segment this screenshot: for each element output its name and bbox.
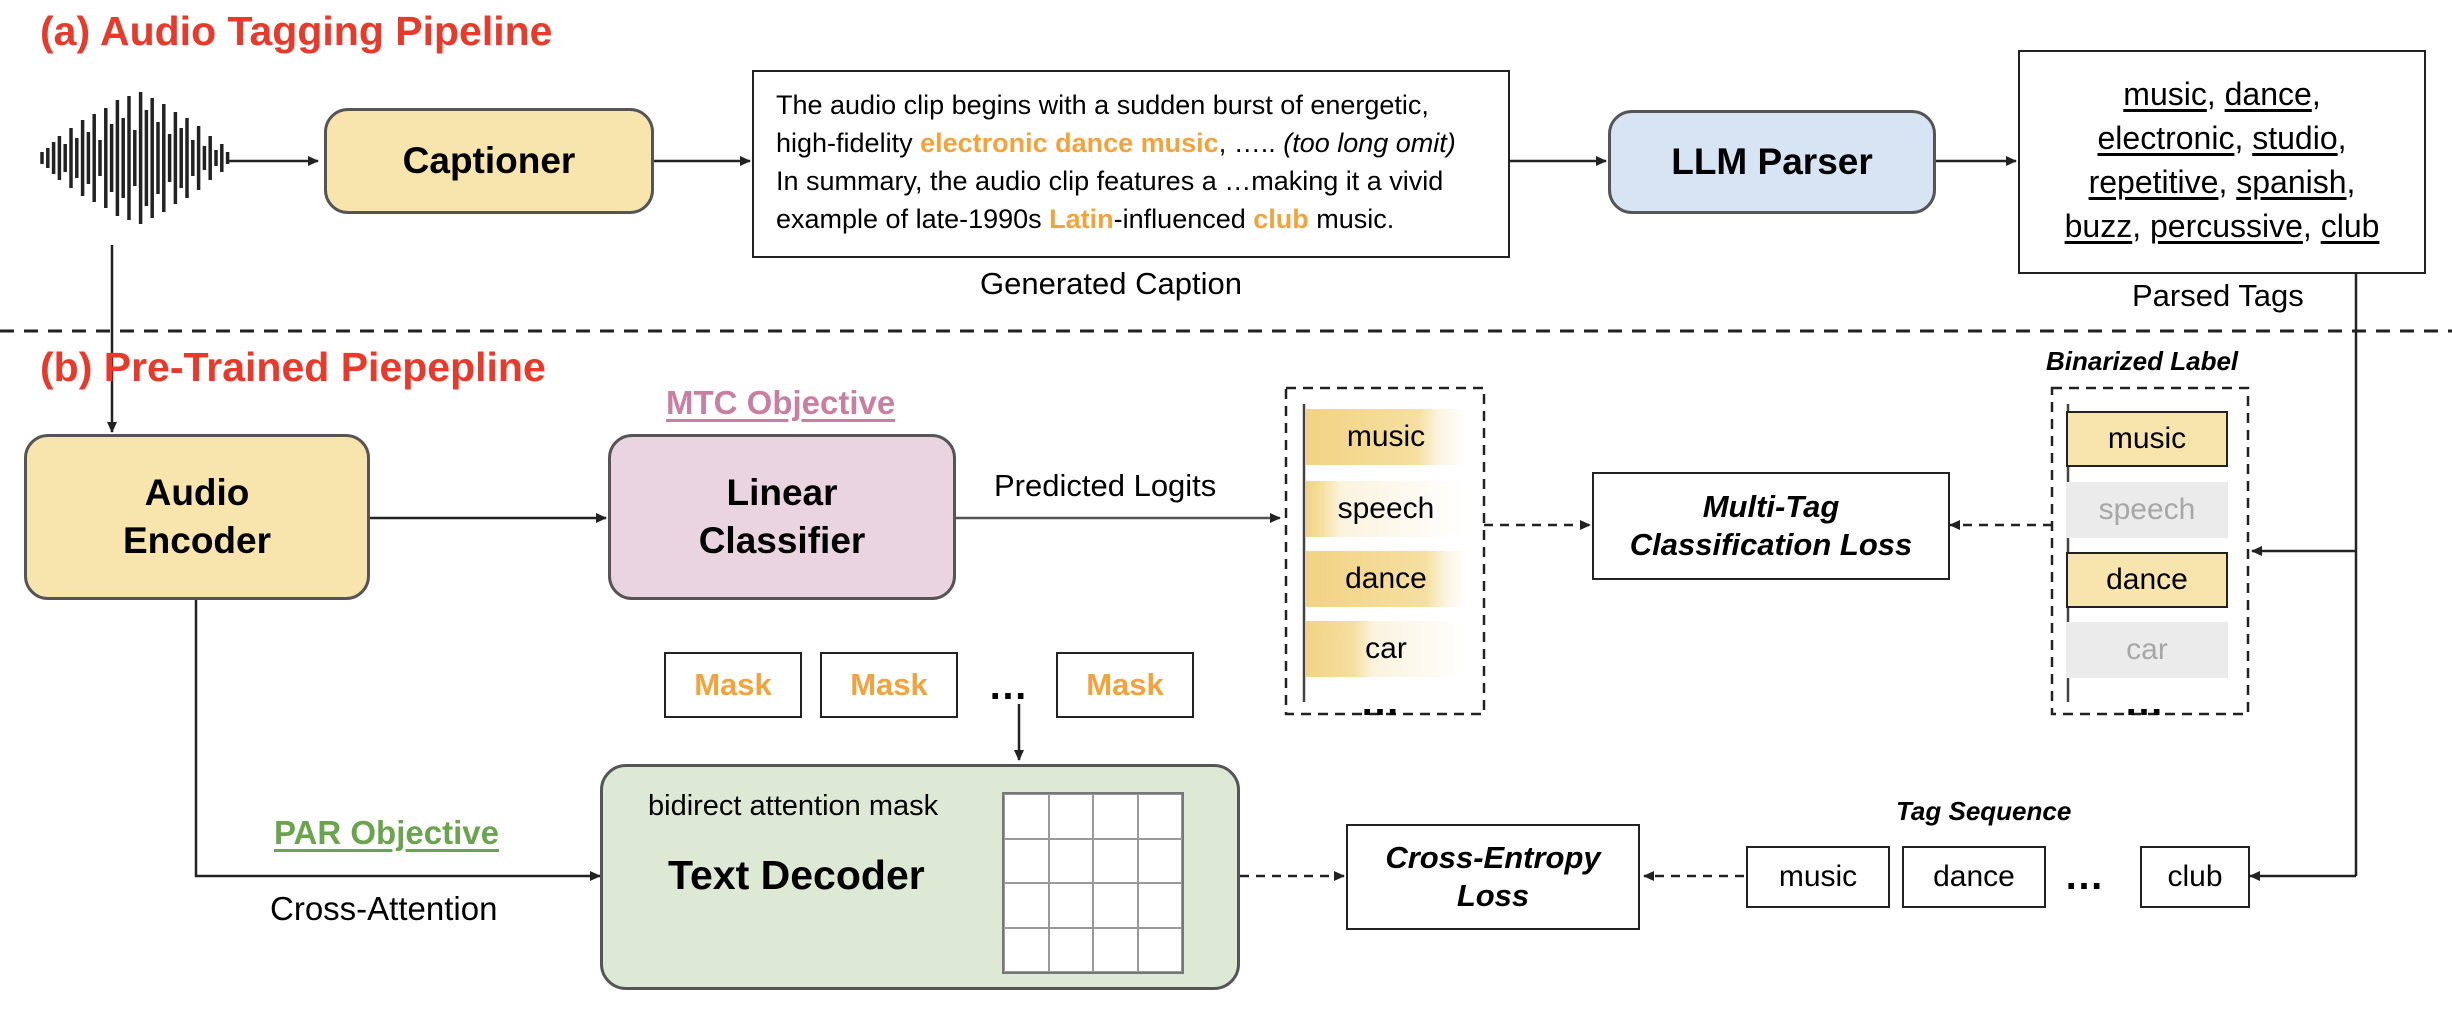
caption-text: The audio clip begins with a sudden burs… bbox=[776, 86, 1456, 238]
parsed-tag: studio bbox=[2252, 120, 2338, 156]
caption-line-1: The audio clip begins with a sudden burs… bbox=[776, 90, 1429, 120]
predicted-logits-group bbox=[1284, 386, 1486, 716]
logit-dance: dance bbox=[1306, 551, 1466, 607]
generated-caption-box: The audio clip begins with a sudden burs… bbox=[752, 70, 1510, 258]
mask-token-3: Mask bbox=[1056, 652, 1194, 718]
grid-cell bbox=[1093, 927, 1138, 972]
grid-cell bbox=[1093, 794, 1138, 839]
attention-mask-label: bidirect attention mask bbox=[648, 790, 939, 822]
binarized-speech: speech bbox=[2066, 482, 2228, 538]
binarized-label-title: Binarized Label bbox=[2046, 346, 2239, 376]
grid-cell bbox=[1137, 927, 1182, 972]
grid-cell bbox=[1004, 794, 1049, 839]
mask-token-1: Mask bbox=[664, 652, 802, 718]
logit-label: dance bbox=[1345, 562, 1427, 595]
mtc-objective-label: MTC Objective bbox=[666, 384, 896, 421]
tag-sequence-title: Tag Sequence bbox=[1896, 796, 2072, 826]
ce-loss-label-1: Cross-Entropy bbox=[1385, 840, 1601, 875]
parsed-tag: club bbox=[2320, 208, 2380, 244]
caption-text-span: high-fidelity bbox=[776, 128, 921, 158]
grid-cell bbox=[1004, 838, 1049, 883]
grid-cell bbox=[1093, 838, 1138, 883]
parsed-tag: buzz bbox=[2064, 208, 2133, 244]
caption-line-2: high-fidelity electronic dance music, ….… bbox=[776, 124, 1456, 162]
llm-parser-box: LLM Parser bbox=[1608, 110, 1936, 214]
binarized-label-group bbox=[2050, 386, 2250, 716]
cross-attention-label: Cross-Attention bbox=[270, 890, 498, 927]
generated-caption-label: Generated Caption bbox=[980, 266, 1242, 301]
parsed-tag: repetitive bbox=[2088, 164, 2219, 200]
text-decoder-label: Text Decoder bbox=[668, 852, 925, 898]
audio-encoder-label-2: Encoder bbox=[122, 520, 272, 561]
multi-tag-classification-loss-box: Multi-Tag Classification Loss bbox=[1592, 472, 1950, 580]
par-objective-label: PAR Objective bbox=[274, 814, 499, 851]
binarized-dance: dance bbox=[2066, 552, 2228, 608]
parsed-tag: dance bbox=[2224, 76, 2312, 112]
audio-encoder-label-1: Audio bbox=[144, 472, 250, 513]
caption-text-span: -influenced bbox=[1113, 204, 1254, 234]
grid-cell bbox=[1048, 838, 1093, 883]
grid-cell bbox=[1137, 883, 1182, 928]
caption-line-3: In summary, the audio clip features a …m… bbox=[776, 166, 1444, 196]
caption-text-span: example of late-1990s bbox=[776, 204, 1050, 234]
tag-sequence-dance: dance bbox=[1902, 846, 2046, 908]
audio-encoder-box: Audio Encoder bbox=[24, 434, 370, 600]
ce-loss-label-2: Loss bbox=[1456, 878, 1530, 913]
caption-highlight: electronic dance music bbox=[920, 128, 1219, 158]
logit-speech: speech bbox=[1306, 481, 1466, 537]
tag-sequence-ellipsis: … bbox=[2064, 854, 2106, 898]
mtc-loss-label-1: Multi-Tag bbox=[1702, 489, 1840, 524]
caption-highlight: Latin bbox=[1049, 204, 1114, 234]
logit-label: car bbox=[1365, 632, 1407, 665]
grid-cell bbox=[1048, 927, 1093, 972]
binarized-car: car bbox=[2066, 622, 2228, 678]
linear-classifier-label-1: Linear bbox=[726, 472, 838, 513]
parsed-tag: spanish bbox=[2236, 164, 2347, 200]
predicted-logits-label: Predicted Logits bbox=[994, 468, 1217, 503]
linear-classifier-box: Linear Classifier bbox=[608, 434, 956, 600]
caption-highlight: club bbox=[1253, 204, 1309, 234]
captioner-box: Captioner bbox=[324, 108, 654, 214]
logits-more-ellipsis: … bbox=[1360, 680, 1402, 724]
logit-car: car bbox=[1306, 621, 1466, 677]
caption-omit-note: (too long omit) bbox=[1283, 128, 1456, 158]
caption-text-span: , ….. bbox=[1218, 128, 1284, 158]
grid-cell bbox=[1004, 927, 1049, 972]
section-a-title: (a) Audio Tagging Pipeline bbox=[40, 8, 553, 54]
tag-sequence-club: club bbox=[2140, 846, 2250, 908]
mask-ellipsis: … bbox=[988, 664, 1030, 708]
mtc-loss-label-2: Classification Loss bbox=[1629, 527, 1913, 562]
tag-sequence-music: music bbox=[1746, 846, 1890, 908]
grid-cell bbox=[1048, 883, 1093, 928]
logit-music: music bbox=[1306, 409, 1466, 465]
grid-cell bbox=[1048, 794, 1093, 839]
linear-classifier-label-2: Classifier bbox=[698, 520, 866, 561]
parsed-tag: percussive bbox=[2149, 208, 2303, 244]
parsed-tags-label: Parsed Tags bbox=[2132, 278, 2304, 313]
binarized-music: music bbox=[2066, 411, 2228, 467]
grid-cell bbox=[1137, 794, 1182, 839]
logit-label: speech bbox=[1337, 492, 1435, 525]
audio-waveform-icon bbox=[40, 92, 230, 224]
arrow-encoder-to-decoder bbox=[194, 600, 601, 881]
grid-cell bbox=[1004, 883, 1049, 928]
caption-text-span: music. bbox=[1308, 204, 1395, 234]
parsed-tag: music bbox=[2123, 76, 2207, 112]
binarized-more-ellipsis: … bbox=[2124, 680, 2166, 724]
grid-cell bbox=[1093, 883, 1138, 928]
grid-cell bbox=[1137, 838, 1182, 883]
attention-mask-grid bbox=[1002, 792, 1184, 974]
parsed-tag: electronic bbox=[2097, 120, 2235, 156]
caption-line-4: example of late-1990s Latin-influenced c… bbox=[776, 200, 1456, 238]
parsed-tags-list: music, dance, electronic, studio, repeti… bbox=[2064, 76, 2380, 244]
parsed-tags-box: music, dance, electronic, studio, repeti… bbox=[2018, 50, 2426, 274]
section-b-title: (b) Pre-Trained Piepepline bbox=[40, 344, 546, 390]
logit-label: music bbox=[1346, 420, 1426, 453]
mask-token-2: Mask bbox=[820, 652, 958, 718]
cross-entropy-loss-box: Cross-Entropy Loss bbox=[1346, 824, 1640, 930]
